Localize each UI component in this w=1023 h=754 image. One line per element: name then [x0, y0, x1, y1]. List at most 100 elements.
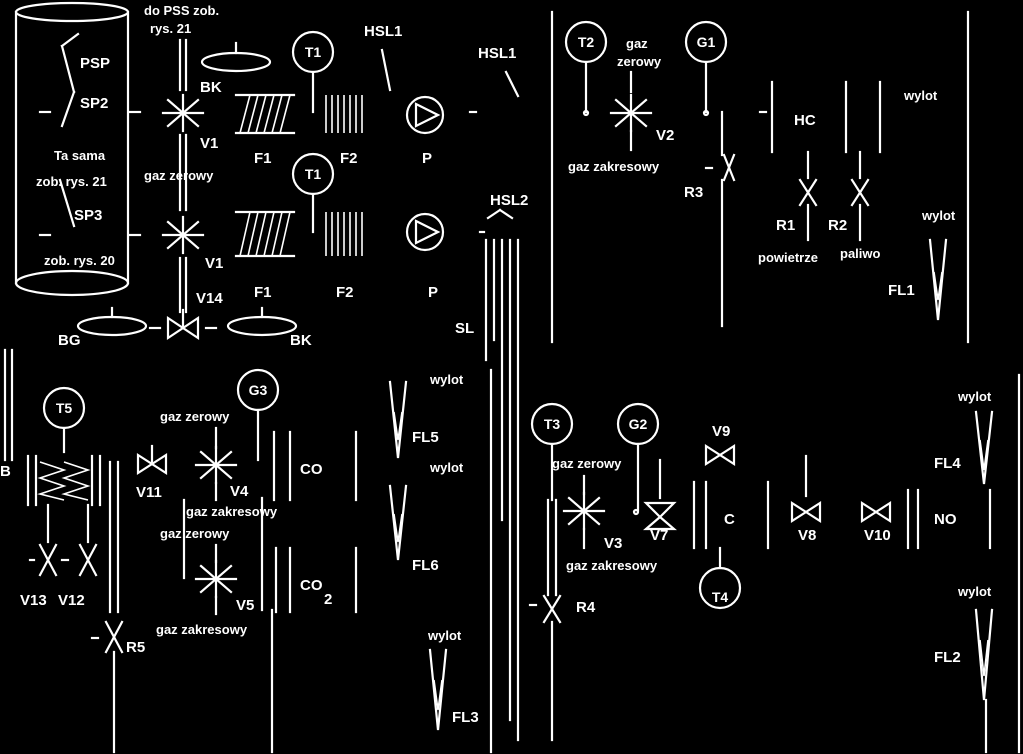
sensor-g3: [236, 368, 280, 462]
filter-f2-bottom: [325, 212, 363, 256]
label-f1-top: F1: [254, 150, 272, 167]
valve-v10: [860, 500, 892, 524]
label-v8: V8: [798, 527, 816, 544]
flowmeter-fl1: [928, 238, 948, 321]
label-psp: PSP: [80, 55, 110, 72]
valve-v4: [194, 445, 238, 485]
bag-bk-top: [200, 41, 272, 73]
label-wylot-fl6: wylot: [429, 460, 464, 475]
label-fl6: FL6: [412, 557, 439, 574]
valve-v8: [790, 454, 822, 524]
sensor-t1-top: [291, 30, 335, 114]
label-r2: R2: [828, 217, 847, 234]
label-zerowy: zerowy: [617, 54, 662, 69]
sensor-t2: [564, 20, 608, 117]
valve-r3: [704, 110, 736, 328]
label-g1: G1: [697, 34, 716, 50]
heater-coil: [26, 454, 102, 507]
label-b: B: [0, 463, 11, 480]
label-f2-bottom: F2: [336, 284, 354, 301]
label-fl4: FL4: [934, 455, 961, 472]
label-gaz-zerowy-1: gaz zerowy: [144, 168, 214, 183]
label-g2: G2: [629, 416, 648, 432]
label-v13: V13: [20, 592, 47, 609]
label-gaz-zakresowy-3: gaz zakresowy: [566, 558, 658, 573]
sensor-g1: [684, 20, 728, 117]
label-t4: T4: [712, 589, 729, 605]
label-t5: T5: [56, 400, 73, 416]
valve-v2: [609, 93, 653, 133]
label-hsl1-left: HSL1: [364, 23, 402, 40]
flowmeter-fl4: [974, 410, 994, 485]
hsl2-bracket: [478, 208, 514, 234]
label-v2: V2: [656, 127, 674, 144]
label-gaz-zakresowy-2: gaz zakresowy: [568, 159, 660, 174]
label-bk-top: BK: [200, 79, 222, 96]
detector-no: [906, 488, 992, 550]
filter-f2-top: [325, 95, 363, 133]
cylinder-outlets: [38, 110, 142, 237]
sensor-t1-bottom: [291, 152, 335, 234]
label-v11: V11: [136, 484, 162, 501]
hsl1-right-leader: [504, 70, 520, 98]
label-v10: V10: [864, 527, 891, 544]
label-t1-bottom: T1: [305, 166, 322, 182]
label-fl2: FL2: [934, 649, 961, 666]
label-r1: R1: [776, 217, 795, 234]
bag-bk-bottom: [226, 306, 298, 337]
valve-v9: [704, 443, 736, 467]
label-v4: V4: [230, 483, 249, 500]
valve-r5: [90, 460, 124, 754]
valve-r2: [850, 150, 870, 242]
valve-v5: [194, 559, 238, 599]
label-v3: V3: [604, 535, 622, 552]
label-paliwo: paliwo: [840, 246, 881, 261]
label-wylot-fl2: wylot: [957, 584, 992, 599]
flowmeter-fl3: [428, 648, 448, 731]
label-zob-rys-21: zob. rys. 21: [36, 174, 107, 189]
label-wylot-fl5: wylot: [429, 372, 464, 387]
detector-hc: [758, 80, 848, 154]
label-gaz-zerowy-3: gaz zerowy: [552, 456, 622, 471]
detector-c: [692, 480, 770, 570]
label-g3: G3: [249, 382, 268, 398]
label-wylot-hc: wylot: [903, 88, 938, 103]
label-p-top: P: [422, 150, 432, 167]
label-v9: V9: [712, 423, 730, 440]
label-p-bottom: P: [428, 284, 438, 301]
tank-cylinder: [14, 1, 130, 297]
label-gaz-zakresowy-4: gaz zakresowy: [186, 504, 278, 519]
label-co2-subscript: 2: [324, 591, 332, 608]
valve-v1-bottom: [161, 215, 205, 255]
label-r3: R3: [684, 184, 703, 201]
flowmeter-fl2: [974, 608, 994, 701]
sensor-g2: [616, 402, 660, 516]
flowmeter-fl5: [388, 380, 408, 459]
valve-v13: [28, 503, 58, 577]
label-co: CO: [300, 461, 323, 478]
valve-r4: [528, 498, 562, 742]
valve-v1-top: [161, 93, 205, 133]
label-hsl2: HSL2: [490, 192, 528, 209]
label-f1-bottom: F1: [254, 284, 272, 301]
label-gaz-zerowy-5: gaz zerowy: [160, 526, 230, 541]
pipe-sl: [484, 238, 520, 742]
filter-f1-bottom: [234, 210, 296, 258]
label-powietrze: powietrze: [758, 250, 818, 265]
valve-v7: [643, 458, 677, 531]
flowmeter-fl6: [388, 484, 408, 561]
label-wylot-fl3: wylot: [427, 628, 462, 643]
label-r5: R5: [126, 639, 145, 656]
label-ta-sama: Ta sama: [54, 148, 106, 163]
label-zob-rys-20: zob. rys. 20: [44, 253, 115, 268]
pump-p-top: [405, 95, 445, 135]
valve-v11: [136, 444, 168, 476]
detector-co2: [274, 546, 358, 614]
label-v12: V12: [58, 592, 85, 609]
label-gaz: gaz: [626, 36, 648, 51]
label-v14: V14: [196, 290, 223, 307]
label-gaz-zakresowy-5: gaz zakresowy: [156, 622, 248, 637]
valve-v14: [148, 308, 218, 341]
